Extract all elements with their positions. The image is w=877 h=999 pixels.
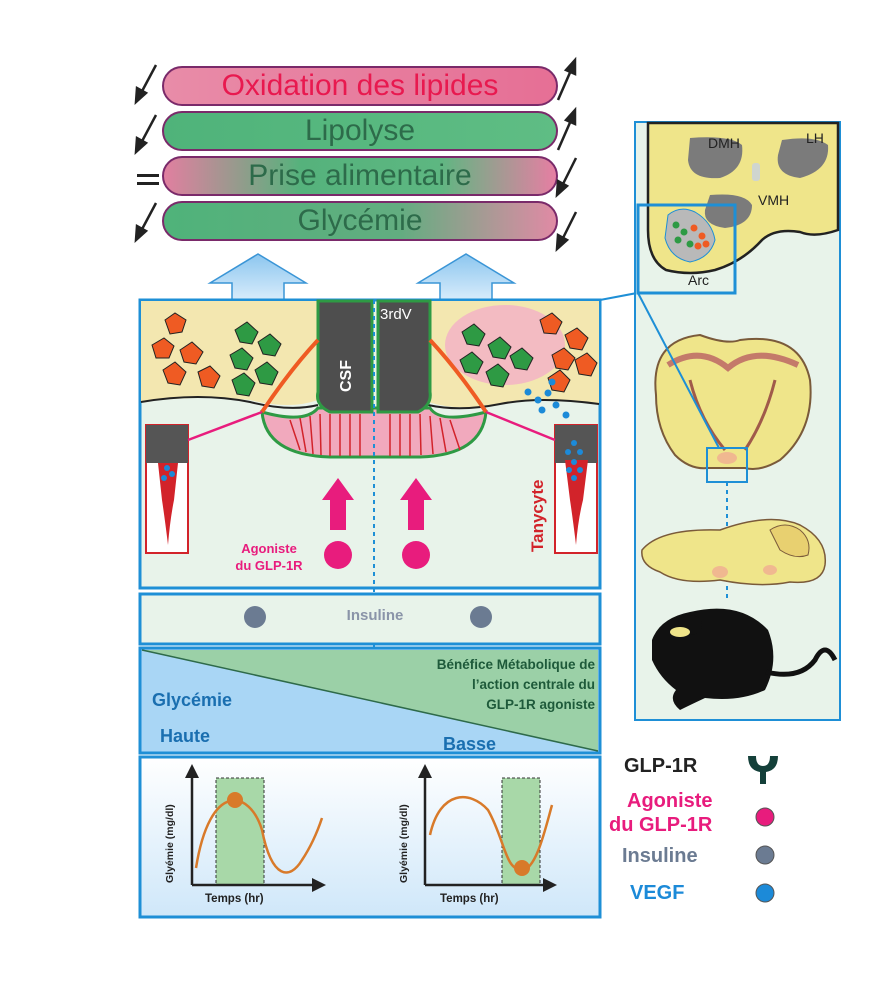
agonist-panel-label: Agoniste du GLP-1R xyxy=(235,541,303,573)
pill-glycemie-bg xyxy=(162,201,558,241)
legend-insulin: Insuline xyxy=(622,845,698,867)
pill-oxidation-label: Oxidation des lipides xyxy=(221,69,499,102)
insulin-legend-icon xyxy=(755,845,775,865)
chart1-ylabel: Glyémie (mg/dl) xyxy=(164,804,176,883)
benefit-line3: GLP-1R agoniste xyxy=(486,697,595,712)
vmh-region xyxy=(704,194,752,228)
chart2-xlabel: Temps (hr) xyxy=(440,893,499,905)
green-neurons-left xyxy=(229,321,282,397)
coronal-brain xyxy=(654,333,812,470)
vmh-label: VMH xyxy=(758,192,790,208)
pill-lipolyse-label: Lipolyse xyxy=(304,114,416,147)
arc-zoom-box xyxy=(636,203,737,295)
third-ventricle-left xyxy=(316,299,374,414)
chart2-curve xyxy=(428,796,554,872)
lh-region xyxy=(777,138,829,178)
tanycyte-fibers xyxy=(289,413,461,456)
chart2-ylabel: Glyémie (mg/dl) xyxy=(398,804,410,883)
glp1r-receptor-icon xyxy=(748,756,778,784)
agonist-dot-left xyxy=(324,541,352,569)
green-neurons-right xyxy=(459,323,534,388)
agonist-arrows xyxy=(322,478,432,530)
right-arrows xyxy=(555,56,578,253)
chart1-point xyxy=(227,792,243,808)
tanycyte-cell-left xyxy=(158,463,178,545)
tanycyte-label: Tanycyte xyxy=(528,479,547,552)
pill-glycemie-label: Glycémie xyxy=(297,204,423,237)
agonist-legend-icon xyxy=(755,807,775,827)
legend-agonist-line2: du GLP-1R xyxy=(609,814,713,836)
pill-prise-label: Prise alimentaire xyxy=(248,159,472,192)
insulin-dot-left xyxy=(244,606,266,628)
agonist-dot-right xyxy=(402,541,430,569)
vegf-legend-icon xyxy=(755,883,775,903)
chart1-curve xyxy=(194,799,324,874)
insulin-band xyxy=(138,592,602,646)
glycemia-label: Glycémie xyxy=(152,690,233,710)
up-arrow-left xyxy=(207,253,309,301)
third-ventricle-right xyxy=(376,299,432,414)
dmh-region xyxy=(688,137,743,179)
arc-label: Arc xyxy=(688,272,709,288)
legend-agonist-line1: Agoniste xyxy=(627,790,713,812)
csf-label: CSF xyxy=(338,360,355,392)
vegf-dots-tissue xyxy=(524,378,570,419)
high-label: Haute xyxy=(160,726,211,746)
insulin-dot-right xyxy=(470,606,492,628)
low-label: Basse xyxy=(443,734,497,754)
legend-vegf: VEGF xyxy=(630,882,685,904)
third-ventricle-label: 3rdV xyxy=(380,306,412,323)
equal-sign-top xyxy=(137,174,159,177)
equal-sign-bottom xyxy=(137,182,159,185)
dmh-label: DMH xyxy=(708,135,740,151)
pill-lipolyse-bg xyxy=(162,111,558,151)
tanycyte-cell-right xyxy=(565,460,588,545)
chart1-xlabel: Temps (hr) xyxy=(205,893,264,905)
zoom-line xyxy=(599,292,638,301)
legend-glp1r: GLP-1R xyxy=(624,755,698,777)
lh-label: LH xyxy=(806,130,824,146)
orange-neurons-left xyxy=(151,312,221,389)
benefit-line2: l’action centrale du xyxy=(471,677,595,692)
pill-oxidation-bg xyxy=(162,66,558,106)
insulin-band-label: Insuline xyxy=(346,607,404,624)
left-arrows xyxy=(134,64,158,244)
benefit-line1: Bénéfice Métabolique de xyxy=(436,657,595,672)
chart2-point xyxy=(514,860,530,876)
arc-neurons xyxy=(672,221,710,250)
pill-prise-bg xyxy=(162,156,558,196)
orange-neurons-right xyxy=(539,312,598,393)
up-arrow-right xyxy=(415,253,517,301)
